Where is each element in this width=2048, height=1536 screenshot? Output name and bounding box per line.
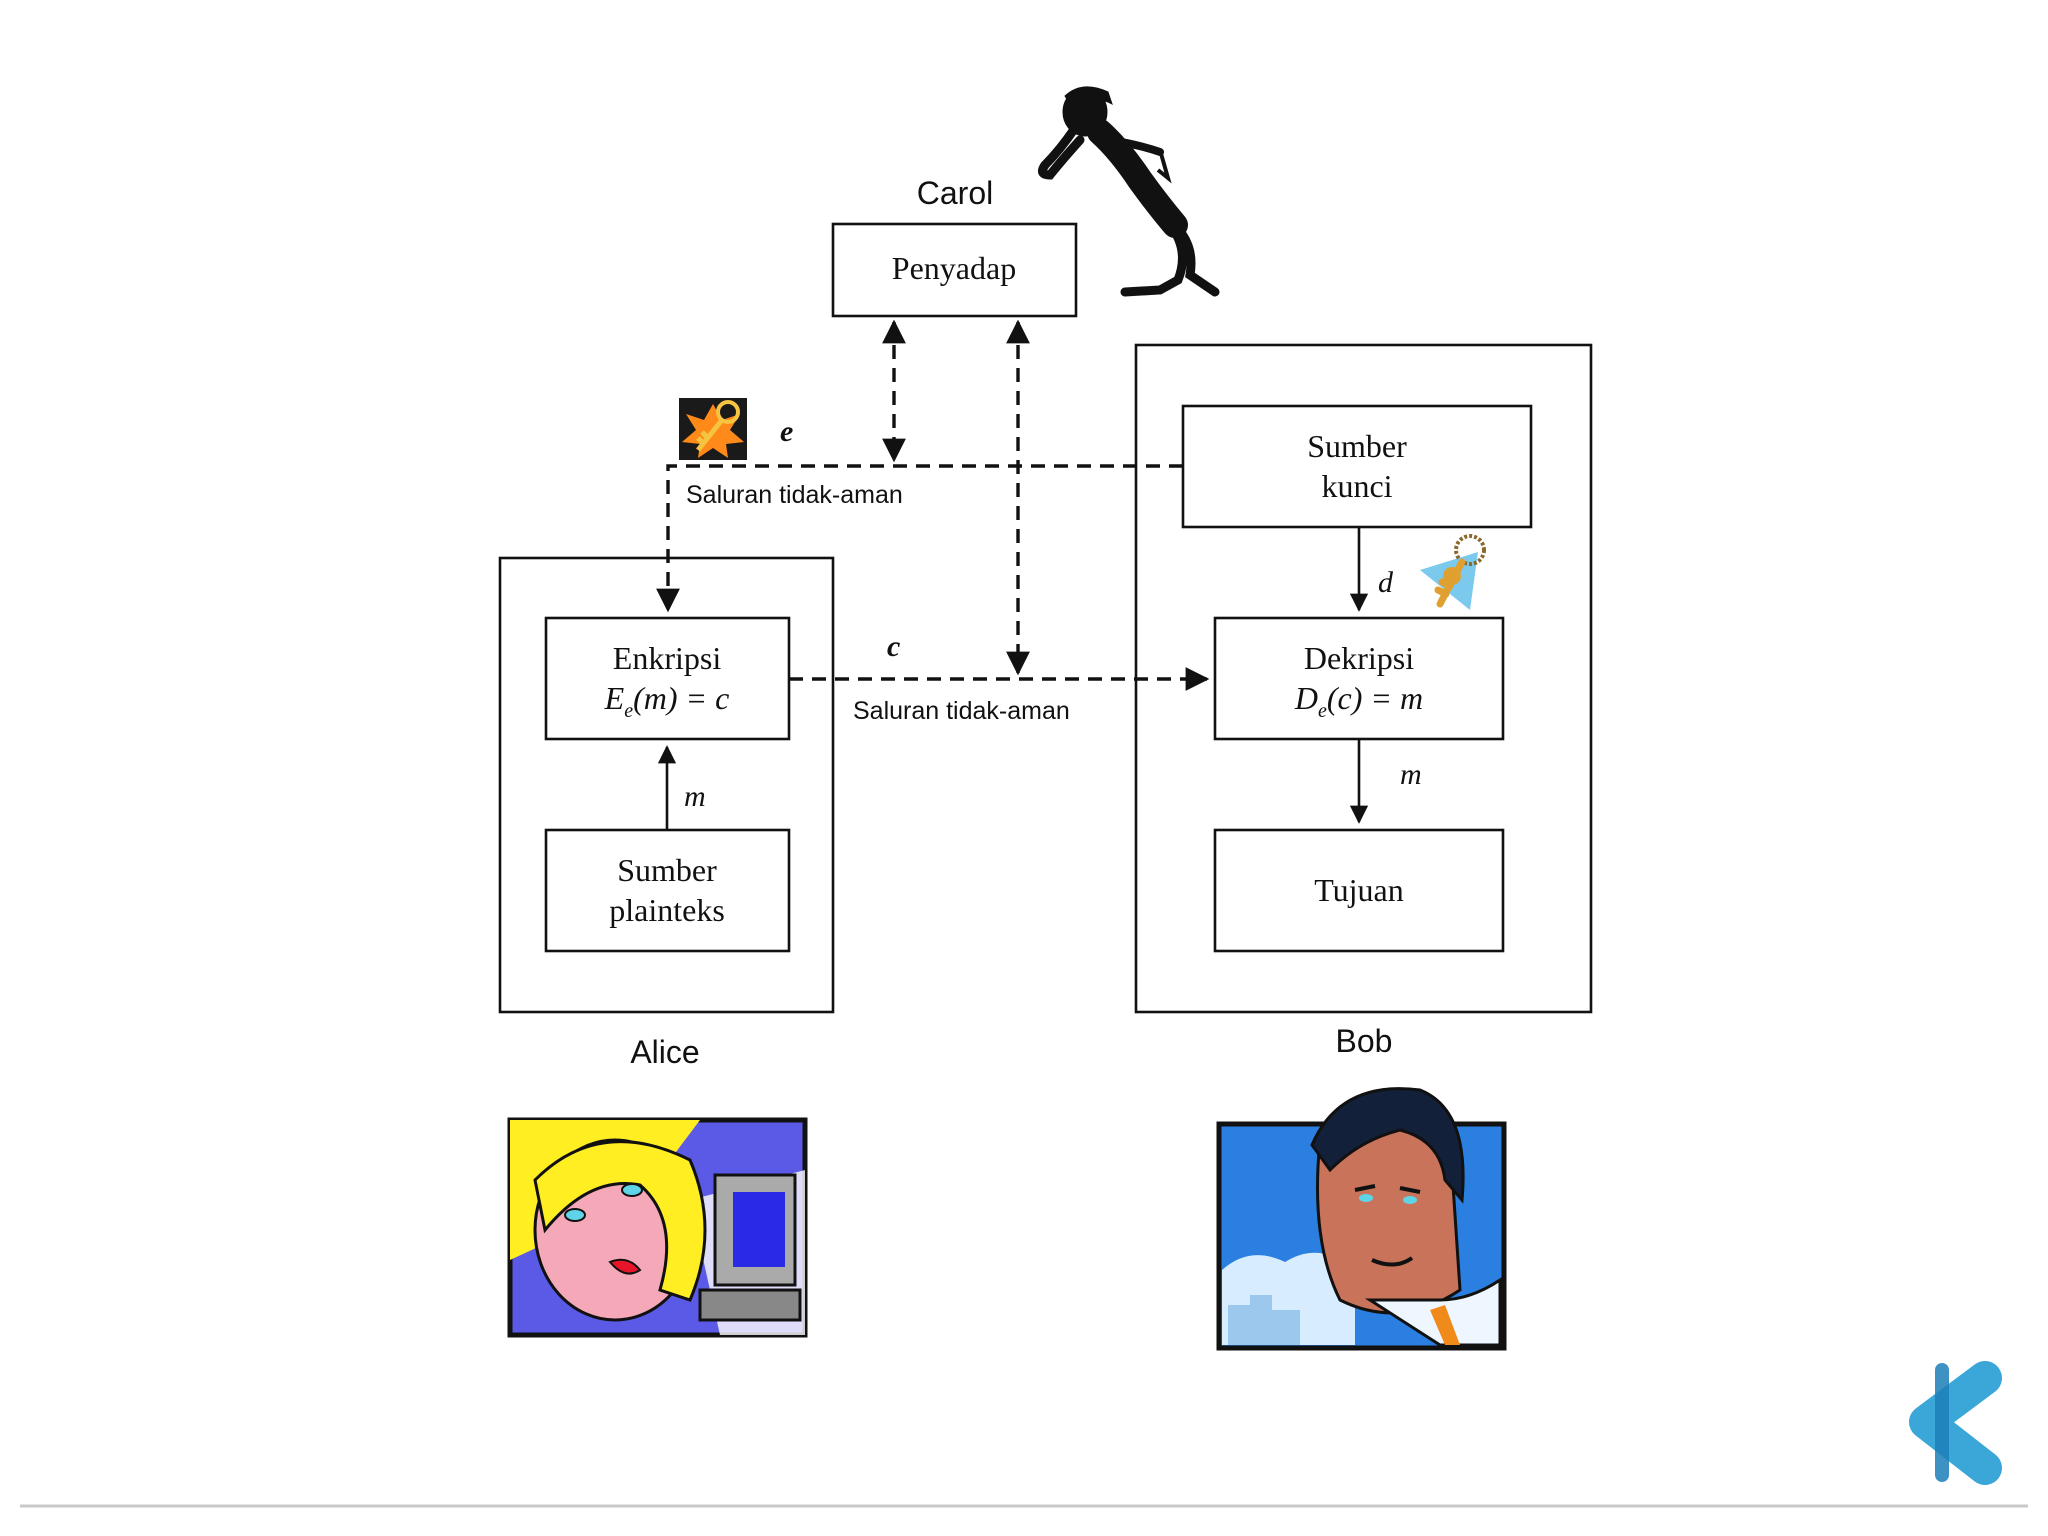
blue-key-icon — [1420, 534, 1486, 610]
orange-key-icon — [679, 398, 747, 460]
key-d-label: d — [1378, 566, 1394, 599]
alice-label: Alice — [630, 1034, 699, 1070]
dekripsi-formula: De(c) = m — [1294, 680, 1423, 722]
message-m-alice-label: m — [684, 780, 706, 813]
enkripsi-box — [544, 616, 791, 741]
enkripsi-title: Enkripsi — [613, 640, 722, 676]
enkripsi-formula: Ee(m) = c — [604, 680, 730, 722]
key-e-label: e — [780, 415, 793, 448]
sumber-kunci-line2: kunci — [1321, 468, 1392, 504]
dekripsi-title: Dekripsi — [1304, 640, 1414, 676]
channel-bottom-label: Saluran tidak-aman — [853, 697, 1070, 725]
carol-label: Carol — [917, 175, 993, 211]
cipher-c-label: c — [887, 630, 900, 663]
sumber-plainteks-line2: plainteks — [609, 892, 725, 928]
sumber-plainteks-line1: Sumber — [617, 852, 717, 888]
bob-illustration-icon — [1216, 1087, 1507, 1351]
eavesdropper-figure-icon — [1037, 86, 1220, 297]
alice-illustration-icon — [507, 1117, 808, 1338]
channel-top-label: Saluran tidak-aman — [686, 481, 903, 509]
dekripsi-box — [1213, 616, 1505, 741]
message-m-bob-label: m — [1400, 758, 1422, 791]
bob-label: Bob — [1336, 1023, 1393, 1059]
tujuan-label: Tujuan — [1314, 872, 1404, 908]
sumber-plainteks-box — [544, 828, 791, 953]
penyadap-label: Penyadap — [892, 250, 1016, 286]
penyadap-box — [831, 222, 1078, 318]
sumber-kunci-line1: Sumber — [1307, 428, 1407, 464]
tujuan-box — [1213, 828, 1505, 953]
sumber-kunci-box — [1181, 404, 1533, 529]
brand-logo-icon — [1909, 1361, 2002, 1485]
